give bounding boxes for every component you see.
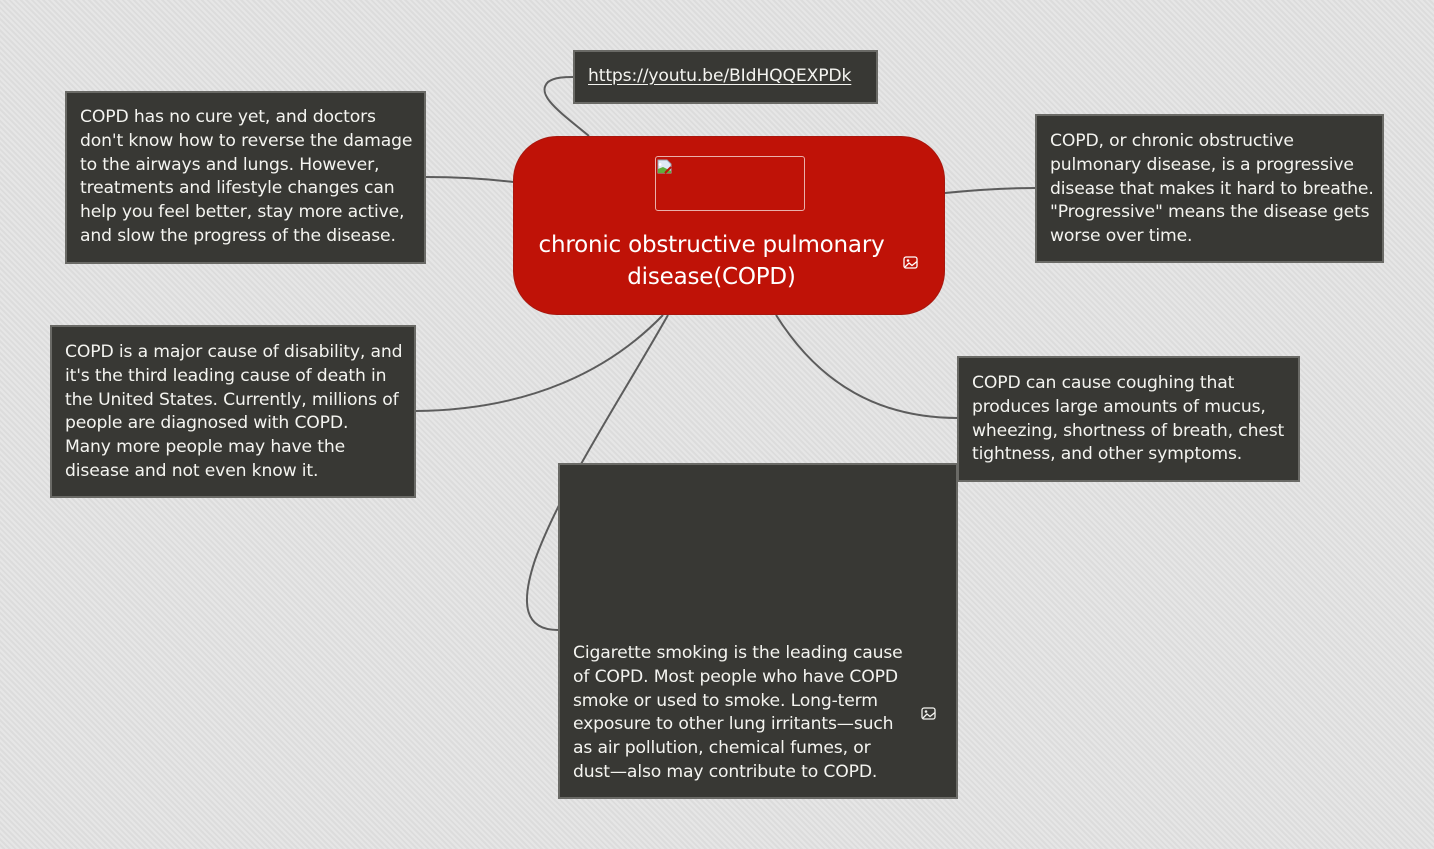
connector-symptoms xyxy=(775,314,959,419)
topic-causes[interactable]: Cigarette smoking is the leading cause o… xyxy=(558,463,958,799)
youtube-link[interactable]: https://youtu.be/BIdHQQEXPDk xyxy=(588,66,852,86)
topic-text: Cigarette smoking is the leading cause o… xyxy=(573,643,903,782)
image-icon[interactable] xyxy=(903,256,918,269)
broken-image-icon xyxy=(657,159,672,174)
topic-symptoms[interactable]: COPD can cause coughing that produces la… xyxy=(957,356,1300,482)
central-topic[interactable]: chronic obstructive pulmonary disease(CO… xyxy=(513,136,945,315)
topic-text: COPD is a major cause of disability, and… xyxy=(65,342,403,481)
topic-text: COPD has no cure yet, and doctors don't … xyxy=(80,107,413,246)
connector-definition xyxy=(944,187,1037,194)
link-topic[interactable]: https://youtu.be/BIdHQQEXPDk xyxy=(573,50,878,104)
topic-disability[interactable]: COPD is a major cause of disability, and… xyxy=(50,325,416,498)
topic-text: COPD, or chronic obstructive pulmonary d… xyxy=(1050,131,1374,247)
connector-disability xyxy=(415,314,664,412)
topic-definition[interactable]: COPD, or chronic obstructive pulmonary d… xyxy=(1035,114,1384,263)
topic-text: COPD can cause coughing that produces la… xyxy=(972,373,1285,465)
connector-no-cure xyxy=(425,176,514,183)
central-image[interactable] xyxy=(655,156,805,211)
central-topic-title: chronic obstructive pulmonary disease(CO… xyxy=(538,232,885,290)
topic-no-cure[interactable]: COPD has no cure yet, and doctors don't … xyxy=(65,91,426,264)
image-icon[interactable] xyxy=(921,707,936,720)
